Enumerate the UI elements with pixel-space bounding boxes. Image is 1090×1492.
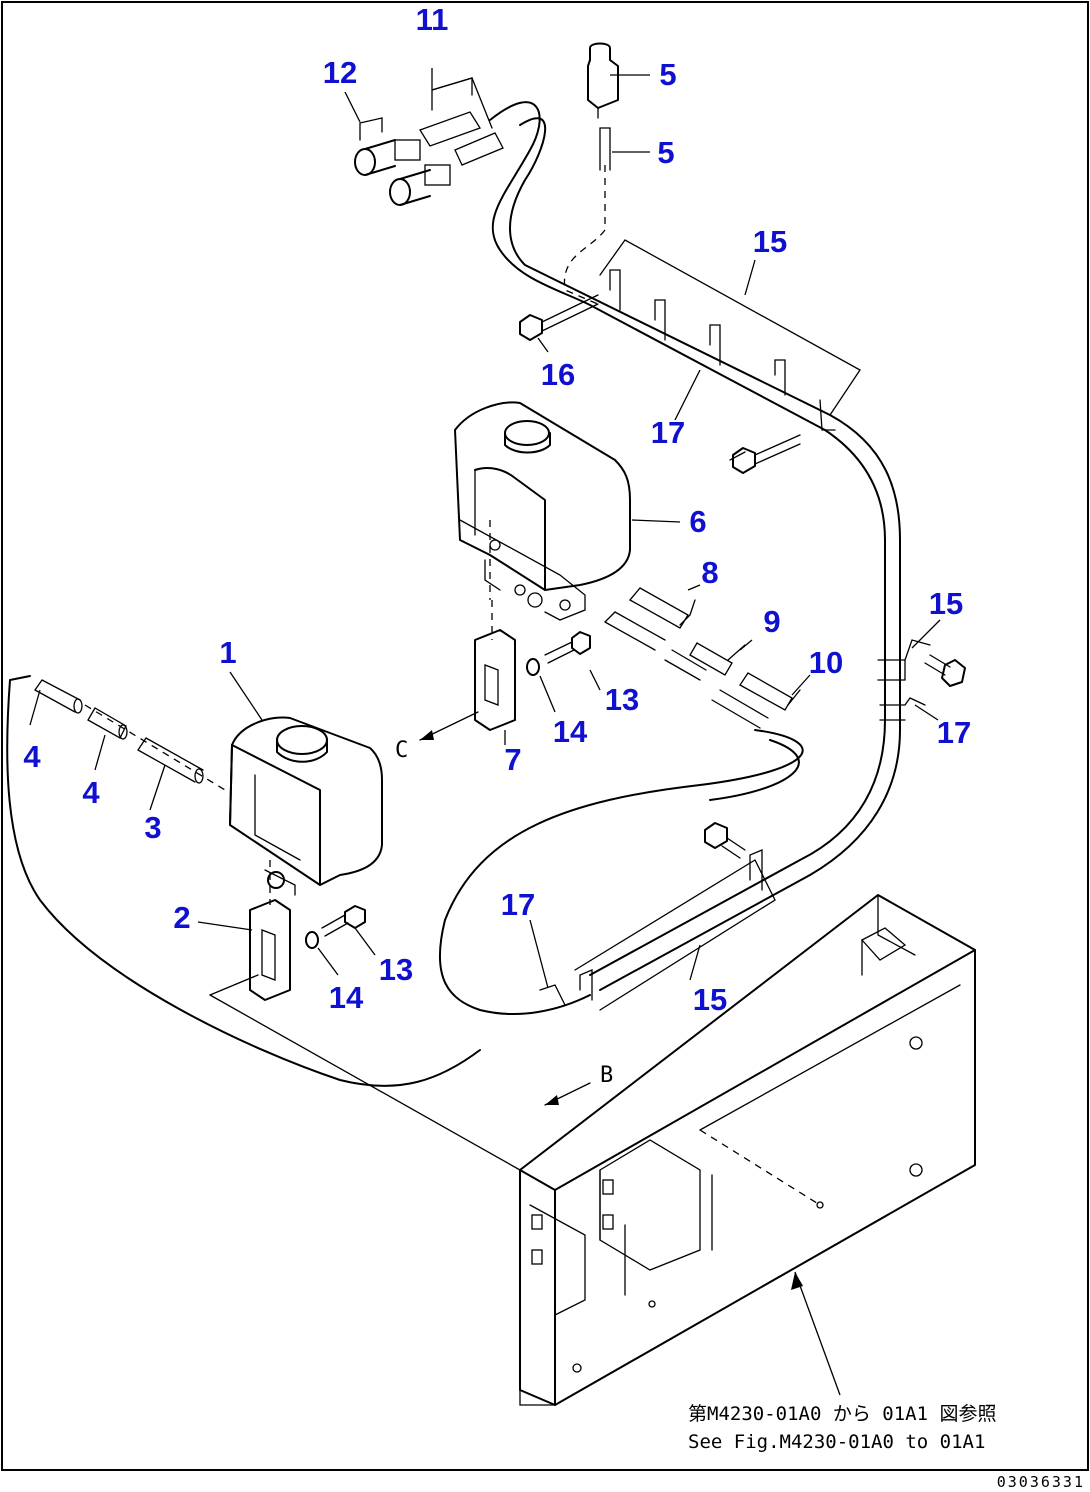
hose-3 — [137, 737, 204, 784]
right-hose-clip — [877, 639, 931, 721]
joint-connectors-11-12 — [354, 77, 504, 206]
callout-4: 4 — [82, 775, 100, 810]
callout-15: 15 — [693, 982, 727, 1017]
callout-10: 9 — [763, 604, 780, 639]
callout-6: 5 — [659, 57, 676, 92]
view-mark-c: C — [395, 711, 479, 763]
clip-plate-lower — [539, 849, 776, 1011]
view-mark-b-label: B — [600, 1063, 613, 1088]
callout-14: 14 — [553, 714, 588, 749]
callout-5: 4 — [23, 739, 41, 774]
tube-5-left — [34, 679, 83, 714]
washer-tank-7 — [454, 401, 631, 621]
washer-14-lower — [305, 931, 319, 949]
bolt-lower — [704, 822, 746, 859]
callout-5: 5 — [657, 135, 674, 170]
bracket-2 — [249, 860, 291, 1001]
callout-8: 7 — [504, 742, 521, 777]
nozzle-6 — [587, 42, 619, 119]
callout-7: 6 — [689, 504, 706, 539]
callout-16: 16 — [541, 357, 575, 392]
callout-14: 14 — [329, 980, 364, 1015]
callout-11: 11 — [416, 2, 449, 37]
callout-1: 1 — [219, 635, 236, 670]
washer-14-mid — [526, 658, 540, 676]
bolt-16 — [519, 294, 599, 341]
callout-13: 13 — [379, 952, 413, 987]
washer-tank-1 — [229, 716, 383, 896]
callout-15: 15 — [929, 586, 963, 621]
reference-note-japanese: 第M4230-01A0 から 01A1 図参照 — [688, 1403, 996, 1425]
tube-parts-9-10-11 — [604, 587, 801, 729]
callout-9: 8 — [701, 555, 718, 590]
joint-4 — [87, 707, 128, 740]
callout-11: 10 — [809, 645, 843, 680]
reference-note-english: See Fig.M4230-01A0 to 01A1 — [688, 1431, 985, 1453]
bolt-13-mid — [544, 631, 591, 664]
bolt-upper-right — [732, 434, 801, 474]
callout-13: 13 — [605, 682, 639, 717]
upper-hose-run — [489, 101, 901, 991]
callout-17: 17 — [501, 887, 535, 922]
bolt-right — [924, 654, 966, 687]
leader-lines — [29, 68, 941, 989]
callout-15: 15 — [753, 224, 787, 259]
callout-17: 17 — [651, 415, 685, 450]
cab-floor-base — [209, 894, 976, 1406]
bolt-13-lower — [321, 905, 366, 937]
view-mark-b: B — [544, 1063, 613, 1106]
tube-5-top — [599, 127, 611, 171]
callout-17: 17 — [937, 715, 971, 750]
callout-2: 2 — [173, 900, 190, 935]
figure-code: 03036331 — [997, 1473, 1085, 1491]
callout-12: 12 — [323, 55, 357, 90]
washer-hose — [6, 675, 804, 1087]
bracket-8 — [474, 600, 516, 731]
callouts: 11 12 5 5 15 16 17 6 8 9 10 15 13 14 17 … — [23, 2, 971, 1017]
callout-3: 3 — [144, 810, 161, 845]
reference-note: 第M4230-01A0 から 01A1 図参照 See Fig.M4230-01… — [688, 1403, 996, 1453]
reference-arrow — [791, 1271, 841, 1396]
view-mark-c-label: C — [395, 738, 408, 763]
